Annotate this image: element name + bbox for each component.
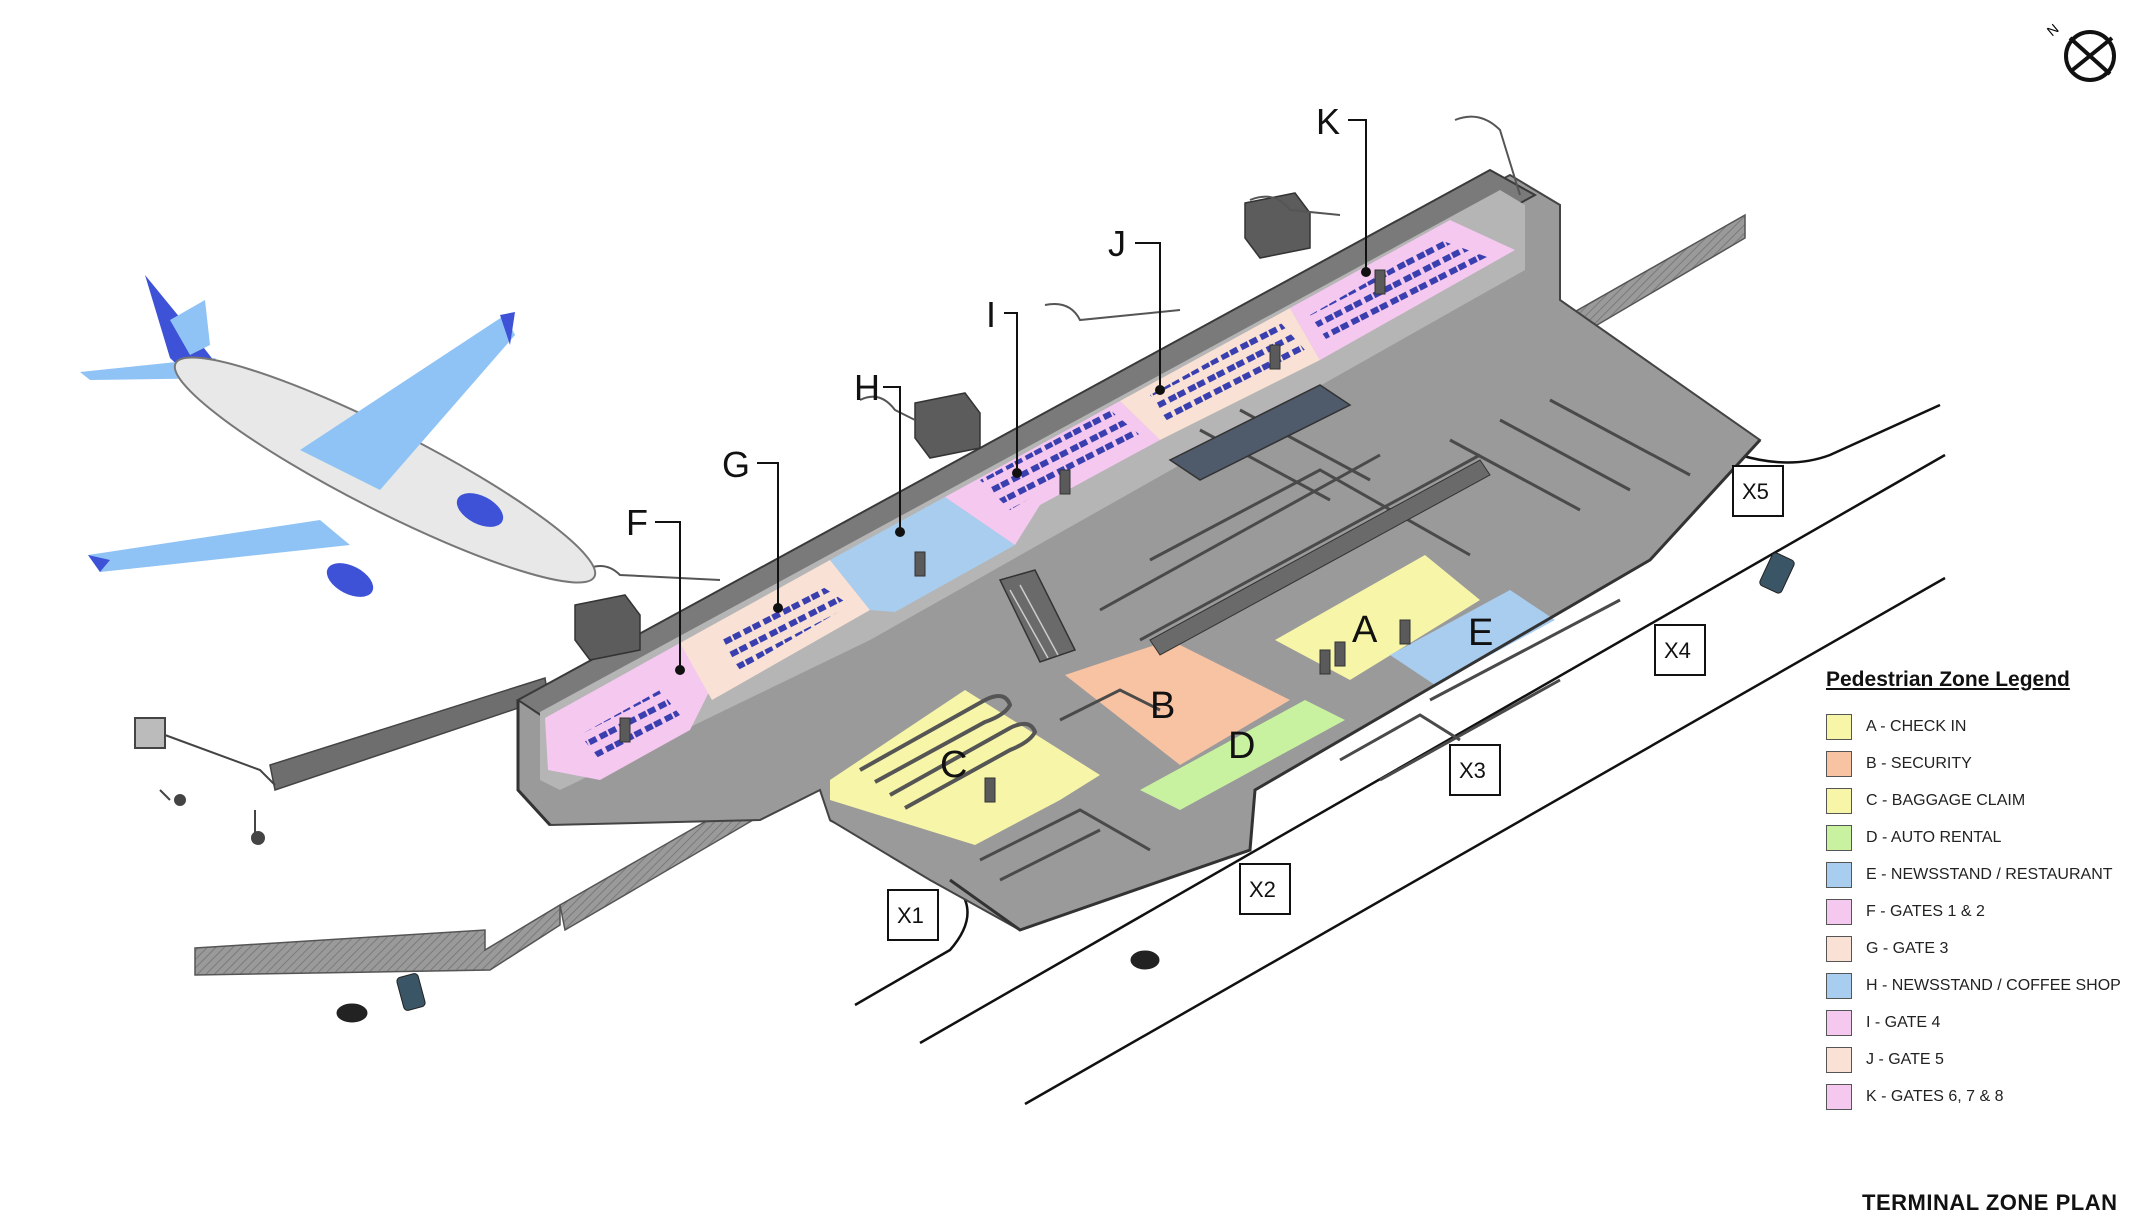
- legend-swatch: [1826, 713, 1852, 740]
- exit-marker-x5: X5: [1732, 465, 1784, 517]
- landside-facade: [949, 438, 1762, 932]
- legend-label: I - GATE 4: [1866, 1013, 1941, 1031]
- vehicles: [336, 552, 1795, 1023]
- north-arrow-icon: N: [2044, 20, 2116, 82]
- interior-walls: [979, 398, 1691, 882]
- terminal-base: [517, 173, 1762, 932]
- svg-text:X1: X1: [897, 903, 924, 928]
- zone-d-floor: [1140, 700, 1345, 810]
- zone-label-b: B: [1150, 685, 1175, 727]
- callout-label-h: H: [854, 367, 880, 408]
- legend-label: J - GATE 5: [1866, 1050, 1944, 1068]
- zone-label-e: E: [1468, 612, 1493, 654]
- legend-item-c: C - BAGGAGE CLAIM: [1826, 782, 2146, 819]
- legend-item-b: B - SECURITY: [1826, 745, 2146, 782]
- legend-label: B - SECURITY: [1866, 754, 1972, 772]
- legend-label: C - BAGGAGE CLAIM: [1866, 791, 2026, 809]
- legend-title: Pedestrian Zone Legend: [1826, 668, 2070, 691]
- legend-label: A - CHECK IN: [1866, 717, 1967, 735]
- airplane: [80, 275, 597, 597]
- callout-label-i: I: [986, 294, 996, 335]
- legend-item-k: K - GATES 6, 7 & 8: [1826, 1078, 2146, 1115]
- legend-item-j: J - GATE 5: [1826, 1041, 2146, 1078]
- zone-e-floor: [1390, 590, 1555, 685]
- zone-label-c: C: [940, 744, 967, 786]
- jet-bridge-arms: [584, 115, 1521, 581]
- legend-swatch: [1826, 1046, 1852, 1073]
- jet-bridge-cab: [134, 717, 276, 845]
- zone-b-floor: [1065, 640, 1290, 765]
- escalator: [998, 569, 1077, 663]
- pedestrian-zone-legend: Pedestrian Zone Legend A - CHECK IN B - S…: [1826, 668, 2146, 1115]
- zone-label-a: A: [1352, 609, 1378, 651]
- walkway-bridge: [1149, 459, 1491, 656]
- legend-label: D - AUTO RENTAL: [1866, 828, 2002, 846]
- lower-walkway: [194, 903, 561, 976]
- zone-a-floor: [1275, 555, 1480, 680]
- svg-text:X3: X3: [1459, 758, 1486, 783]
- legend-list: A - CHECK IN B - SECURITY C - BAGGAGE CLAI…: [1826, 708, 2146, 1115]
- legend-swatch: [1826, 898, 1852, 925]
- exit-marker-x1: X1: [887, 889, 939, 941]
- svg-text:X5: X5: [1742, 479, 1769, 504]
- zone-k-seating: [1310, 240, 1490, 345]
- columns: [619, 269, 1411, 803]
- legend-swatch: [1826, 1083, 1852, 1110]
- zone-i-seating: [980, 410, 1140, 510]
- legend-item-f: F - GATES 1 & 2: [1826, 893, 2146, 930]
- callout-dots: [675, 267, 1371, 675]
- zone-j-seating: [1150, 322, 1305, 425]
- legend-item-g: G - GATE 3: [1826, 930, 2146, 967]
- svg-text:X4: X4: [1664, 638, 1691, 663]
- legend-swatch: [1826, 972, 1852, 999]
- callout-label-f: F: [626, 502, 648, 543]
- airside-facade: [516, 700, 552, 827]
- callout-label-g: G: [722, 444, 750, 485]
- legend-label: K - GATES 6, 7 & 8: [1866, 1087, 2004, 1105]
- svg-text:X2: X2: [1249, 877, 1276, 902]
- gate-cabs: [574, 192, 1311, 661]
- legend-swatch: [1826, 935, 1852, 962]
- plan-title: TERMINAL ZONE PLAN: [1862, 1190, 2118, 1215]
- exit-marker-x3: X3: [1449, 744, 1501, 796]
- baggage-carousel: [859, 694, 1038, 810]
- legend-label: F - GATES 1 & 2: [1866, 902, 1985, 920]
- legend-swatch: [1826, 787, 1852, 814]
- callout-leaders: [655, 119, 1367, 670]
- legend-swatch: [1826, 750, 1852, 777]
- legend-item-a: A - CHECK IN: [1826, 708, 2146, 745]
- callout-label-k: K: [1316, 101, 1340, 142]
- legend-label: E - NEWSSTAND / RESTAURANT: [1866, 865, 2113, 883]
- legend-item-d: D - AUTO RENTAL: [1826, 819, 2146, 856]
- zone-label-d: D: [1228, 725, 1255, 767]
- legend-swatch: [1826, 1009, 1852, 1036]
- legend-swatch: [1826, 824, 1852, 851]
- zone-c-floor: [830, 690, 1100, 845]
- legend-item-h: H - NEWSSTAND / COFFEE SHOP: [1826, 967, 2146, 1004]
- legend-label: H - NEWSSTAND / COFFEE SHOP: [1866, 976, 2121, 994]
- roof-skylight: [1168, 384, 1352, 481]
- legend-item-i: I - GATE 4: [1826, 1004, 2146, 1041]
- legend-swatch: [1826, 861, 1852, 888]
- zone-g-seating: [720, 585, 850, 670]
- north-label: N: [2044, 20, 2062, 39]
- callout-label-j: J: [1108, 223, 1126, 264]
- jet-bridge-left: [269, 677, 549, 791]
- legend-label: G - GATE 3: [1866, 939, 1949, 957]
- exit-marker-x4: X4: [1654, 624, 1706, 676]
- legend-item-e: E - NEWSSTAND / RESTAURANT: [1826, 856, 2146, 893]
- exit-marker-x2: X2: [1239, 863, 1291, 915]
